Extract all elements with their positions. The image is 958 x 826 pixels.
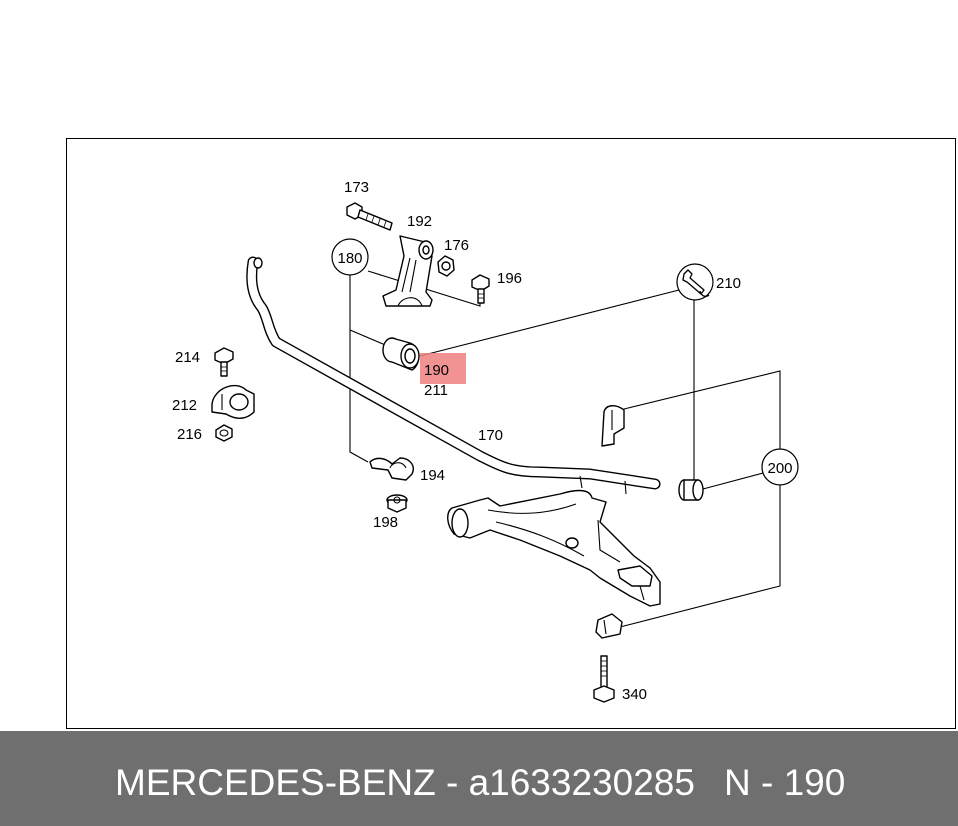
- bushing-190: [382, 337, 466, 384]
- callout-176: 176: [444, 237, 469, 254]
- footer-title: MERCEDES-BENZ - a1633230285: [115, 762, 695, 803]
- callout-190: 190: [424, 362, 449, 379]
- leader-lines: [349, 270, 781, 628]
- callout-circle-180: 180: [331, 238, 369, 276]
- bracket-192: [382, 235, 434, 307]
- callout-196: 196: [497, 270, 522, 287]
- callout-170: 170: [478, 427, 503, 444]
- nut-198: [386, 494, 408, 513]
- bump-stop-upper: [601, 405, 625, 447]
- callout-216: 216: [177, 426, 202, 443]
- callout-173: 173: [344, 179, 369, 196]
- control-arm: [447, 489, 661, 607]
- parts-diagram: 180 200 173 192 176 196 210 214 212 216 …: [172, 179, 799, 703]
- diagram-frame: [66, 138, 956, 729]
- callout-214: 214: [175, 349, 200, 366]
- nut-216: [215, 424, 233, 442]
- bump-stop-lower: [595, 613, 623, 639]
- bolt-340: [593, 655, 615, 703]
- callout-194: 194: [420, 467, 445, 484]
- wrench-icon: [676, 263, 714, 301]
- callout-210: 210: [716, 275, 741, 292]
- callout-192: 192: [407, 213, 432, 230]
- clamp-194: [369, 457, 414, 481]
- bolt-173: [346, 202, 393, 231]
- stabilizer-bar: [246, 256, 661, 495]
- callout-180: 180: [337, 250, 362, 267]
- footer-bar: MERCEDES-BENZ - a1633230285 N - 190: [0, 731, 958, 826]
- bolt-196: [471, 274, 490, 304]
- callout-circle-200: 200: [761, 448, 799, 486]
- callout-200: 200: [767, 460, 792, 477]
- callout-340: 340: [622, 686, 647, 703]
- callout-212: 212: [172, 397, 197, 414]
- nut-176: [437, 255, 455, 277]
- bushing-highlight: [420, 353, 466, 384]
- footer-part-ref: N - 190: [724, 762, 846, 803]
- bushing-center: [678, 479, 704, 501]
- bolt-214: [214, 347, 234, 377]
- callout-labels: 173 192 176 196 210 214 212 216 190 211 …: [172, 179, 741, 703]
- callout-211: 211: [424, 382, 448, 399]
- callout-198: 198: [373, 514, 398, 531]
- clamp-212: [211, 385, 255, 419]
